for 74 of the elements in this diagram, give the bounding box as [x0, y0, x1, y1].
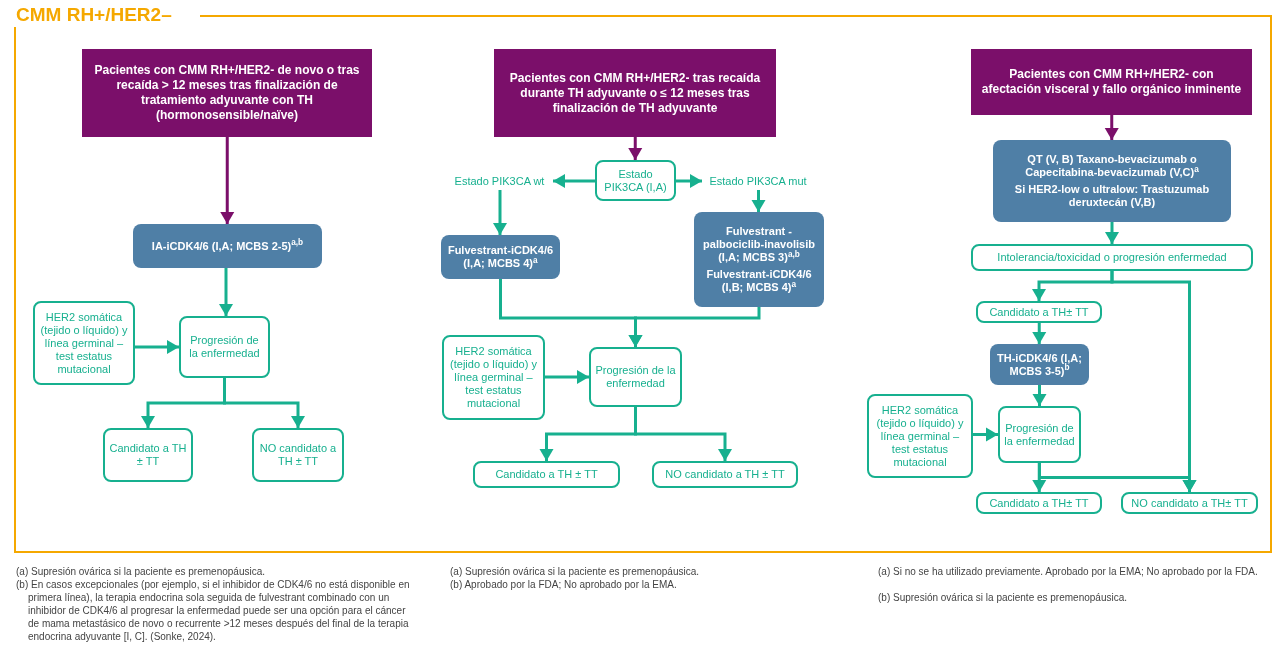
branch-label: Estado PIK3CA mut: [702, 172, 814, 190]
box-text: Intolerancia/toxicidad o progresión enfermedad: [997, 251, 1227, 264]
outcome-box: [103, 428, 193, 482]
footnote: (b) Supresión ovárica si la paciente es premenopáusica.: [878, 591, 1129, 604]
box-text: Candidato a TH ± TT: [495, 468, 598, 481]
box-text: IA-iCDK4/6 (I,A; MCBS 2-5)$^{a,b}$: [151, 239, 304, 253]
outcome-box: [971, 244, 1253, 271]
arrow: [219, 268, 233, 316]
footnote: (a) Supresión ovárica si la paciente es premenopáusica.: [450, 565, 701, 578]
box-text: Progresión de la enfermedad: [1004, 421, 1075, 448]
box-text: Progresión de la enfermedad: [595, 364, 676, 390]
arrow: [1032, 323, 1047, 344]
patient-group-box: [82, 49, 372, 137]
arrow: [553, 174, 595, 188]
box-text: QT (V, B) Taxano-bevacizumab o Capecitabina-bevacizumab (V,C)$^{a}$: [1024, 153, 1200, 179]
footnote: (b) En casos excepcionales (por ejemplo, si el inhibidor de CDK4/6 no está disponible en primera línea), la terapia endocrina sola seguida de fulvestrant combinado con un inhibidor de CDK4/6 al progresar la enfermedad puede ser una opción para el cáncer de mama metastásico de novo o recurrente >12 meses después del final de la terapia endocrina adyuvante [I, C]. (Sonke, 2024).: [16, 578, 411, 643]
arrow: [751, 190, 766, 212]
box-text: Si HER2-low o ultralow: Trastuzumab deruxtecán (V,B): [1013, 183, 1211, 209]
outcome-box: [867, 394, 973, 478]
arrow: [973, 427, 998, 442]
arrow: [628, 307, 761, 347]
box-text: Candidato a TH± TT: [989, 305, 1089, 319]
arrow: [493, 190, 507, 235]
outcome-box: [473, 461, 620, 488]
box-text: Progresión de la enfermedad: [188, 334, 261, 360]
box-text: Estado PIK3CA (I,A): [603, 167, 668, 194]
outcome-box: [652, 461, 798, 488]
box-text: TH-iCDK4/6 (I,A; MCBS 3-5)$^{b}$: [996, 351, 1083, 378]
box-text: HER2 somática (tejido o líquido) y línea germinal – test estatus mutacional: [39, 310, 129, 376]
arrow: [1105, 222, 1119, 244]
outcome-box: [252, 428, 344, 482]
outcome-box: [976, 301, 1102, 323]
box-text: Candidato a TH± TT: [989, 496, 1089, 510]
outcome-box: [595, 160, 676, 201]
arrow: [1104, 115, 1119, 140]
patient-group-box: [971, 49, 1252, 115]
arrow: [220, 137, 235, 224]
box-text: Pacientes con CMM RH+/HER2- tras recaída durante TH adyuvante o ≤ 12 meses tras finalización de TH adyuvante: [508, 70, 762, 116]
treatment-box: [990, 344, 1089, 385]
outcome-box: [976, 492, 1102, 514]
box-text: NO candidato a TH ± TT: [665, 468, 785, 481]
box-text: Fulvestrant-iCDK4/6 (I,A; MCBS 4)$^{a}$: [446, 244, 555, 270]
outcome-box: [33, 301, 135, 385]
box-text: Fulvestrant -palbociclib-inavolisib (I,A; MCBS 3)$^{a,b}$: [702, 225, 816, 264]
arrow: [223, 378, 305, 428]
outcome-box: [1121, 492, 1258, 514]
arrow: [628, 137, 643, 160]
box-text: NO candidato a TH ± TT: [258, 442, 338, 468]
footnote: (a) Si no se ha utilizado previamente. Aprobado por la EMA; No aprobado por la FDA.: [878, 565, 1259, 578]
arrow: [545, 370, 589, 384]
arrow: [1032, 385, 1047, 406]
outcome-box: [589, 347, 682, 407]
box-text: Pacientes con CMM RH+/HER2- con afectación visceral y fallo orgánico inminente: [980, 67, 1243, 97]
arrow: [135, 340, 179, 354]
box-text: NO candidato a TH± TT: [1131, 496, 1248, 510]
treatment-box: [133, 224, 322, 268]
arrow: [1038, 463, 1197, 492]
arrow: [676, 174, 702, 188]
outcome-box: [998, 406, 1081, 463]
box-text: Pacientes con CMM RH+/HER2- de novo o tras recaída > 12 meses tras finalización de tratamiento adyuvante con TH (hormonosensible/naïve): [93, 63, 361, 123]
box-text: Fulvestrant-iCDK4/6 (I,B; MCBS 4)$^{a}$: [705, 268, 813, 294]
treatment-box: [993, 140, 1231, 222]
box-text: Candidato a TH ± TT: [109, 442, 187, 468]
footnote: (a) Supresión ovárica si la paciente es premenopáusica.: [16, 565, 267, 578]
outcome-box: [179, 316, 270, 378]
box-text: HER2 somática (tejido o líquido) y línea germinal – test estatus mutacional: [449, 345, 538, 410]
branch-label: Estado PIK3CA wt: [446, 172, 553, 190]
arrow: [634, 407, 732, 461]
patient-group-box: [494, 49, 776, 137]
footnote: (b) Aprobado por la FDA; No aprobado por la EMA.: [450, 578, 678, 591]
box-text: HER2 somática (tejido o líquido) y línea germinal – test estatus mutacional: [875, 403, 965, 469]
treatment-box: [694, 212, 824, 307]
outcome-box: [442, 335, 545, 420]
treatment-box: [441, 235, 560, 279]
